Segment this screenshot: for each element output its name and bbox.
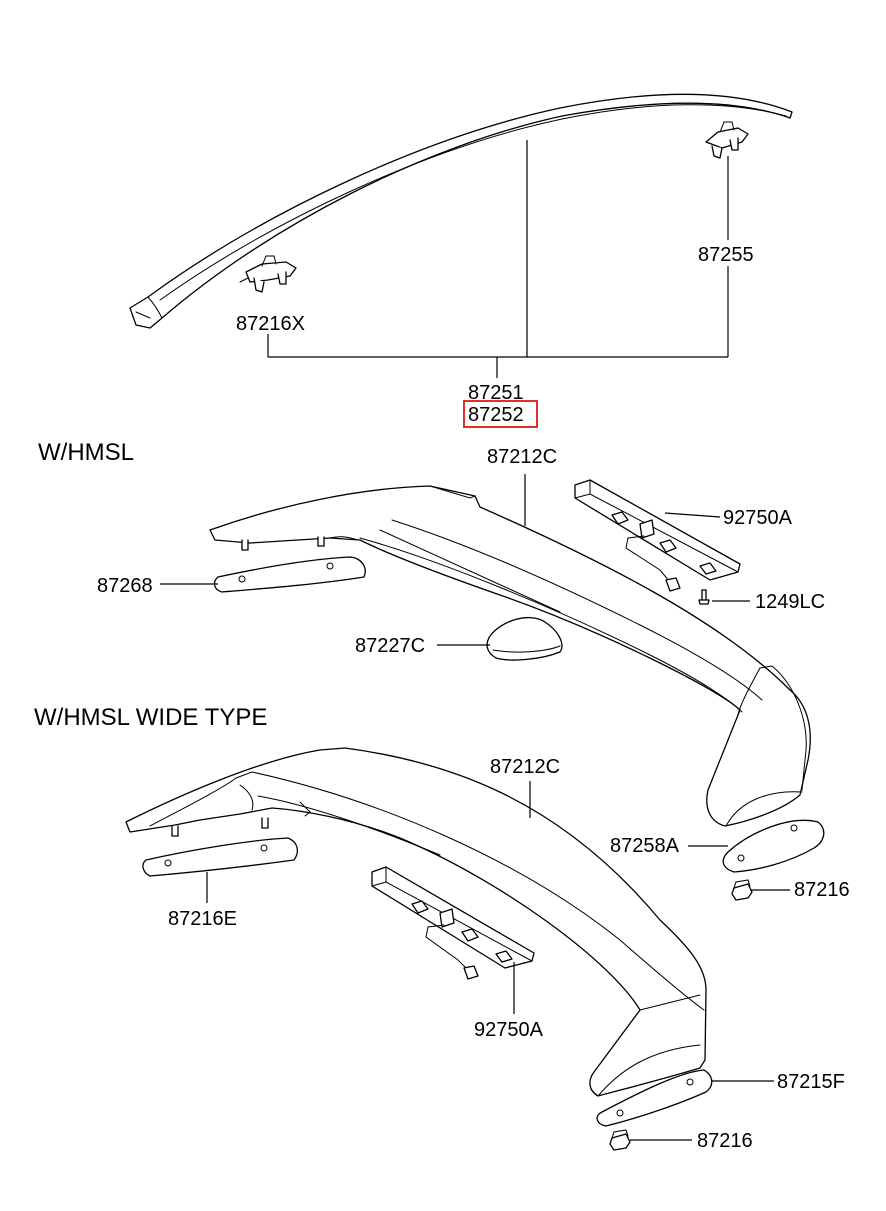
label-87251[interactable]: 87251 [468, 382, 524, 404]
label-87216-b[interactable]: 87216 [697, 1130, 753, 1152]
part-labels: 87216X 87255 87251 87252 W/HMSL 87212C 9… [34, 244, 850, 1152]
bracket-87216e [142, 837, 299, 877]
clip-87216x [239, 255, 297, 293]
nut-87216-b [609, 1129, 631, 1151]
label-1249lc[interactable]: 1249LC [755, 591, 825, 613]
hmsl-lamp-bottom [371, 866, 535, 980]
leaders-lower [160, 474, 790, 1141]
label-87215f[interactable]: 87215F [777, 1071, 845, 1093]
label-92750a-b[interactable]: 92750A [474, 1019, 544, 1041]
label-92750a-a[interactable]: 92750A [723, 507, 793, 529]
hmsl-lamp-middle [574, 479, 741, 592]
pad-87215f [596, 1069, 713, 1127]
section-title-hmsl: W/HMSL [38, 439, 134, 466]
bracket-87268 [213, 556, 366, 593]
label-87258a[interactable]: 87258A [610, 835, 680, 857]
label-87268[interactable]: 87268 [97, 575, 153, 597]
leaders-top [267, 140, 729, 378]
label-87252[interactable]: 87252 [468, 404, 524, 426]
cover-87227c [486, 616, 563, 661]
label-87216-a[interactable]: 87216 [794, 879, 850, 901]
roof-molding [129, 93, 793, 329]
label-87216e[interactable]: 87216E [168, 908, 237, 930]
label-87212c-a[interactable]: 87212C [487, 446, 557, 468]
label-87227c[interactable]: 87227C [355, 635, 425, 657]
screw-1249lc [698, 589, 710, 605]
label-87212c-b[interactable]: 87212C [490, 756, 560, 778]
spoiler-hmsl-wide [125, 747, 707, 1097]
section-title-hmsl-wide: W/HMSL WIDE TYPE [34, 704, 267, 731]
label-87255[interactable]: 87255 [698, 244, 754, 266]
highlight-box-87252 [463, 400, 538, 428]
pad-87258a [722, 819, 825, 873]
nut-87216-a [731, 879, 753, 901]
label-87216x[interactable]: 87216X [236, 313, 305, 335]
clip-87255 [705, 121, 749, 159]
spoiler-hmsl [209, 485, 811, 827]
